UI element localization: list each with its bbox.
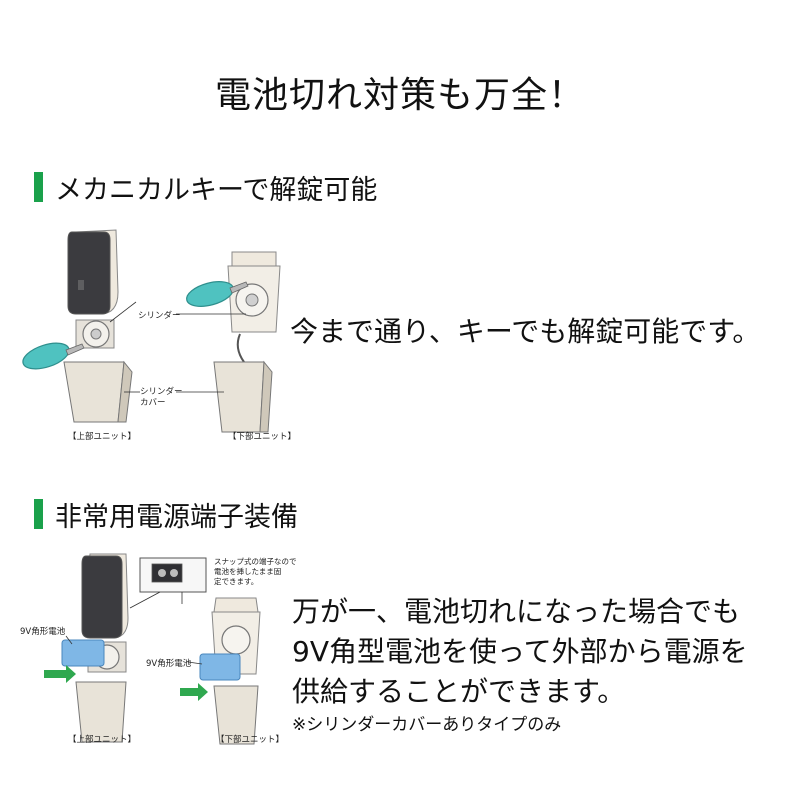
snap-note-line-1: スナップ式の端子なので [214,556,297,566]
caption-upper-unit: 【上部ユニット】 [68,734,136,745]
caption-lower-unit: 【下部ユニット】 [216,734,284,745]
page-headline: 電池切れ対策も万全！ [214,75,585,116]
section2-text-line: 万が一、電池切れになった場合でも [292,595,741,628]
mechanical-key-illustration: シリンダー シリンダー カバー 【上部ユニット】 【下部ユニット】 [22,229,296,442]
arrow-icon [44,665,76,683]
section2-body-text: 万が一、電池切れになった場合でも 9V角型電池を使って外部から電源を 供給するこ… [292,592,797,712]
label-cylinder-cover-2: カバー [140,398,166,408]
label-cylinder-cover-1: シリンダー [140,386,183,397]
caption-upper-unit: 【上部ユニット】 [68,431,136,442]
section-title-text: メカニカルキーで解錠可能 [55,174,378,206]
key-icon [22,342,85,370]
upper-unit-drawing [75,553,129,743]
label-battery-right: 9V角形電池 [146,658,192,669]
label-cylinder: シリンダー [138,310,181,321]
section-title-emergency-power: 非常用電源端子装備 [34,497,298,533]
upper-unit-drawing [63,229,133,423]
section2-text-line: 供給することができます。 [292,675,626,708]
section-title-text: 非常用電源端子装備 [55,501,298,533]
section-accent-bar [34,499,43,529]
section-title-mechanical-key: メカニカルキーで解錠可能 [34,170,378,206]
arrow-icon [180,683,208,701]
battery-icon [61,639,105,667]
leader-line [109,301,137,323]
lower-unit-drawing [213,251,281,433]
section-accent-bar [34,172,43,202]
snap-note-line-3: 定できます。 [214,576,258,586]
label-battery-left: 9V角形電池 [20,626,66,637]
emergency-power-illustration: 9V角形電池 スナップ式の端子なので 電池を挿したまま固 定できます。 9V角形… [20,553,297,745]
snap-note-line-2: 電池を挿したまま固 [214,566,281,576]
battery-icon [199,653,241,681]
section1-body-text: 今まで通り、キーでも解錠可能です。 [290,315,761,348]
caption-lower-unit: 【下部ユニット】 [228,431,296,442]
snap-terminal-inset [129,557,207,609]
section2-text-line: 9V角型電池を使って外部から電源を [292,635,748,668]
key-icon [186,281,249,307]
section2-footnote: ※シリンダーカバーありタイプのみ [292,715,562,735]
